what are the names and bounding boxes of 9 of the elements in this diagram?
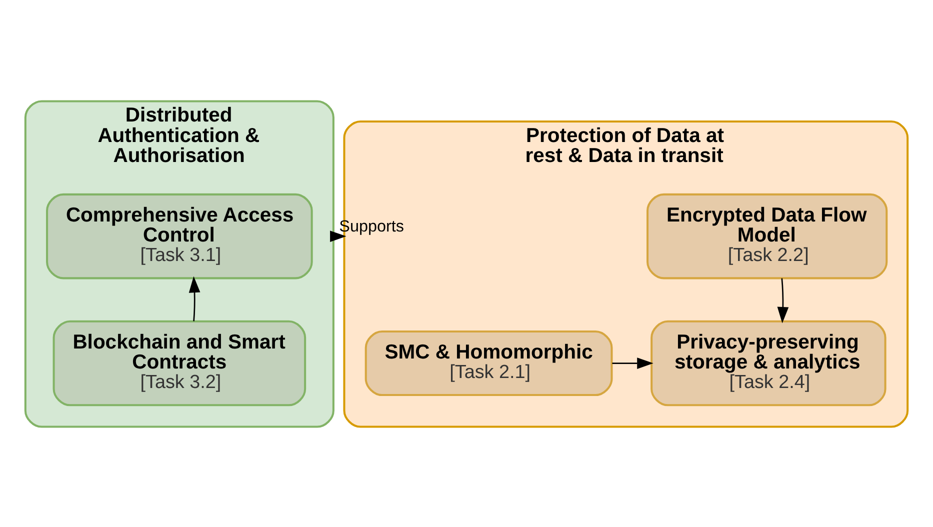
node-box: Privacy-preserving storage & analytics [Task 2.4] xyxy=(650,320,886,406)
node-box: Blockchain and Smart Contracts [Task 3.2] xyxy=(52,320,306,406)
node-box: Encrypted Data Flow Model [Task 2.2] xyxy=(646,192,888,279)
arrow xyxy=(612,357,654,368)
node-box: SMC & Homomorphic [Task 2.1] xyxy=(364,330,613,396)
arrow xyxy=(188,276,200,321)
node-box: Comprehensive Access Control [Task 3.1] xyxy=(46,192,313,279)
arrow xyxy=(330,230,346,242)
arrow xyxy=(777,278,789,323)
